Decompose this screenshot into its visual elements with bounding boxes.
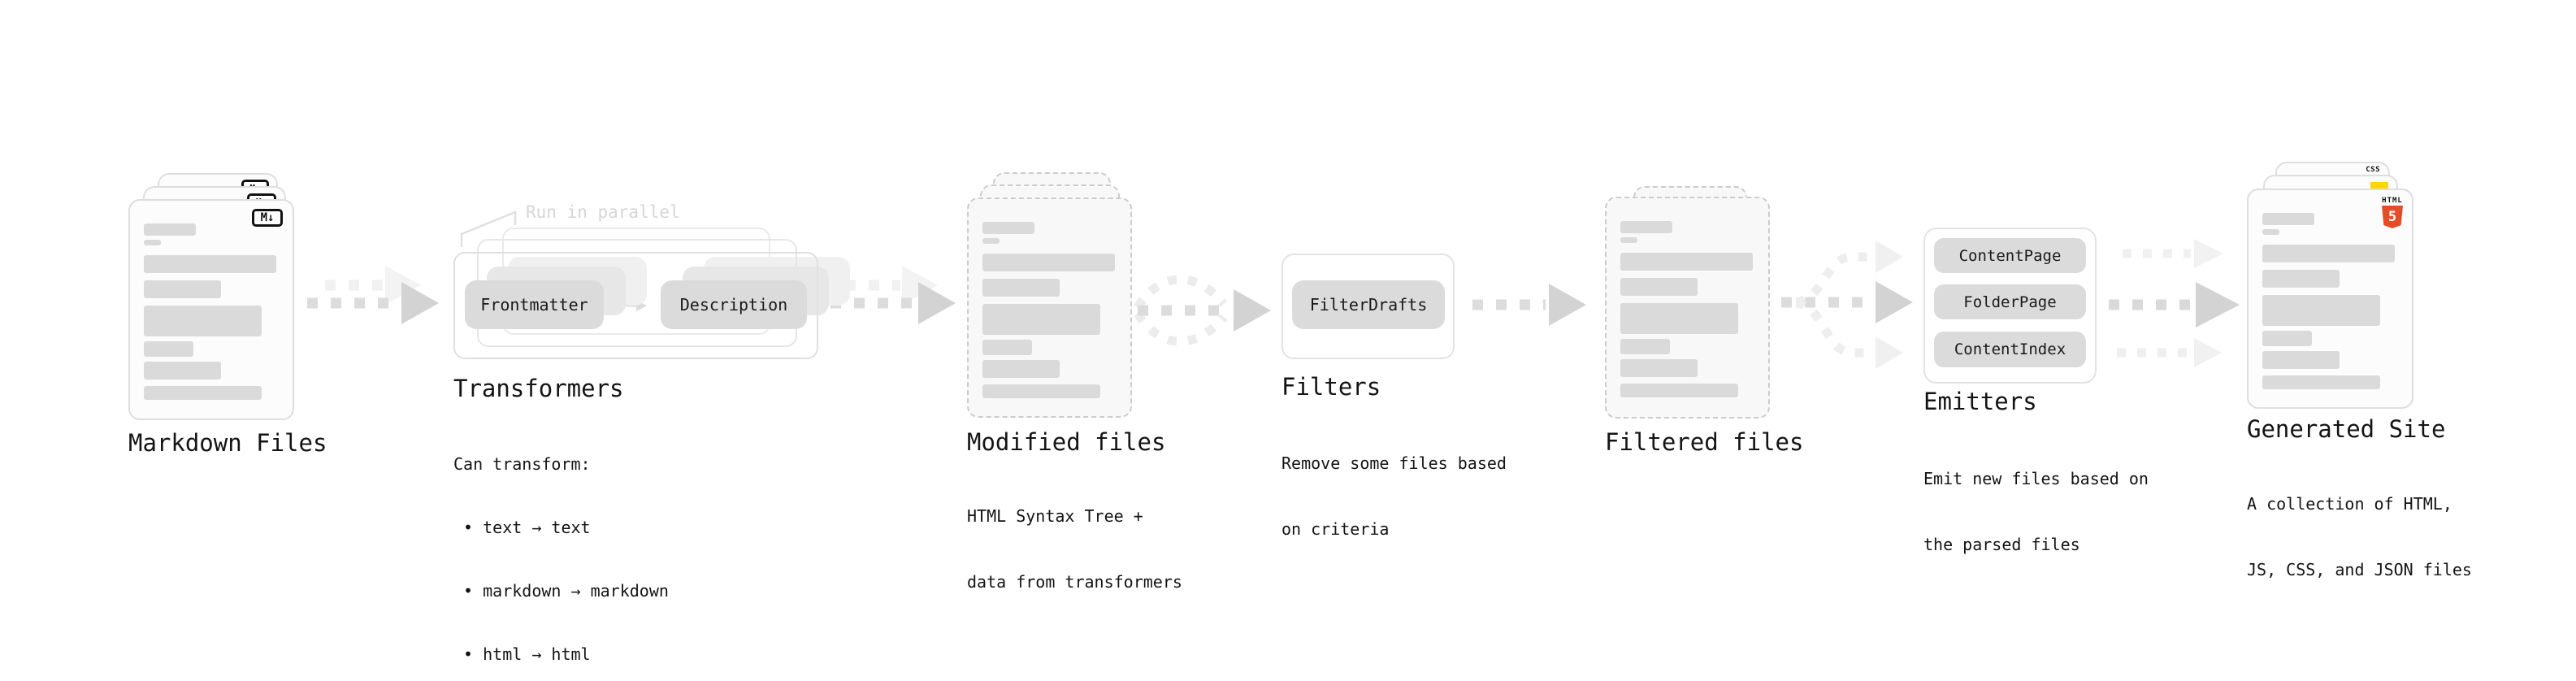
skeleton-text-lines — [144, 223, 276, 400]
skeleton-bar — [1620, 384, 1738, 397]
skeleton-bar — [982, 340, 1032, 355]
markdown-file-card-front: M↓ — [128, 199, 294, 420]
skeleton-bar — [1620, 359, 1698, 377]
skeleton-text-lines — [2262, 213, 2395, 389]
skeleton-bar — [1620, 237, 1637, 243]
markdown-files-title: Markdown Files — [128, 429, 327, 457]
filtered-file-card-front — [1605, 197, 1770, 419]
skeleton-bar — [982, 360, 1060, 378]
description-pill: Description — [661, 280, 807, 329]
modified-files-description: HTML Syntax Tree + data from transformer… — [967, 462, 1182, 637]
modified-file-card-front — [967, 197, 1132, 418]
transformers-title: Transformers — [453, 375, 624, 402]
arrow-filters-to-filtered — [1472, 284, 1586, 326]
folderpage-pill: FolderPage — [1934, 284, 2086, 319]
skeleton-bar — [2262, 213, 2314, 225]
skeleton-bar — [982, 384, 1100, 398]
markdown-icon: M↓ — [252, 209, 283, 227]
transformers-description: Can transform: • text → text • markdown … — [453, 411, 669, 681]
generated-site-title: Generated Site — [2247, 415, 2446, 443]
skeleton-bar — [144, 386, 262, 400]
skeleton-bar — [1620, 339, 1670, 354]
emitters-title: Emitters — [1923, 388, 2037, 415]
generated-site-description: A collection of HTML, JS, CSS, and JSON … — [2247, 449, 2472, 625]
skeleton-bar — [144, 306, 262, 336]
emitters-subtitle: Emit new files based on — [1923, 469, 2149, 488]
transformers-body-heading: Can transform: — [453, 454, 591, 474]
skeleton-bar — [2262, 351, 2340, 369]
modified-files-subtitle: HTML Syntax Tree + — [967, 506, 1143, 526]
skeleton-bar — [144, 223, 196, 236]
modified-files-subtitle: data from transformers — [967, 572, 1182, 592]
skeleton-bar — [1620, 278, 1698, 296]
arrow-emitters-to-generated — [2109, 239, 2240, 367]
contentindex-pill: ContentIndex — [1934, 332, 2086, 367]
frontmatter-pill: Frontmatter — [465, 280, 604, 329]
arrow-markdown-to-transformers — [307, 266, 439, 324]
filters-subtitle: Remove some files based — [1281, 453, 1507, 473]
skeleton-bar — [144, 240, 161, 245]
filters-title: Filters — [1281, 373, 1381, 401]
skeleton-bar — [982, 279, 1060, 297]
run-in-parallel-annotation: Run in parallel — [526, 202, 680, 222]
skeleton-bar — [1620, 253, 1753, 271]
skeleton-bar — [982, 222, 1034, 234]
skeleton-bar — [144, 362, 221, 380]
modified-files-title: Modified files — [967, 428, 1166, 456]
skeleton-bar — [144, 341, 193, 357]
skeleton-bar — [2262, 270, 2340, 288]
skeleton-bar — [2262, 229, 2279, 235]
skeleton-bar — [2262, 375, 2380, 389]
emitters-description: Emit new files based on the parsed files — [1923, 424, 2149, 600]
skeleton-bar — [1620, 303, 1738, 334]
filterdrafts-pill: FilterDrafts — [1292, 280, 1445, 329]
filtered-files-title: Filtered files — [1605, 428, 1804, 456]
transformer-outline-front — [453, 252, 818, 359]
skeleton-bar — [2262, 331, 2312, 346]
transform-bullet: • markdown → markdown — [453, 581, 669, 601]
skeleton-bar — [982, 304, 1100, 335]
run-in-parallel-leader-line — [460, 210, 517, 247]
arrow-filtered-to-emitters-diverge — [1781, 241, 1913, 369]
skeleton-text-lines — [982, 222, 1115, 398]
generated-html-file-card: HTML 5 — [2247, 189, 2413, 409]
transform-bullet: • text → text — [453, 518, 591, 537]
emitters-subtitle: the parsed files — [1923, 535, 2080, 554]
filters-description: Remove some files based on criteria — [1281, 409, 1507, 584]
filters-subtitle: on criteria — [1281, 519, 1390, 539]
skeleton-bar — [1620, 221, 1672, 233]
skeleton-bar — [144, 255, 276, 273]
skeleton-bar — [982, 254, 1115, 271]
arrow-modified-to-filters-converge — [1134, 275, 1271, 346]
generated-site-subtitle: A collection of HTML, — [2247, 494, 2452, 514]
skeleton-bar — [144, 280, 221, 298]
generated-site-subtitle: JS, CSS, and JSON files — [2247, 560, 2472, 579]
transform-bullet: • html → html — [453, 644, 591, 664]
html5-icon: HTML 5 — [2382, 197, 2403, 228]
skeleton-bar — [2262, 295, 2380, 326]
arrow-transformers-to-modified — [830, 266, 956, 324]
contentpage-pill: ContentPage — [1934, 238, 2086, 273]
skeleton-bar — [982, 238, 1000, 244]
skeleton-bar — [2262, 245, 2395, 262]
skeleton-text-lines — [1620, 221, 1753, 397]
